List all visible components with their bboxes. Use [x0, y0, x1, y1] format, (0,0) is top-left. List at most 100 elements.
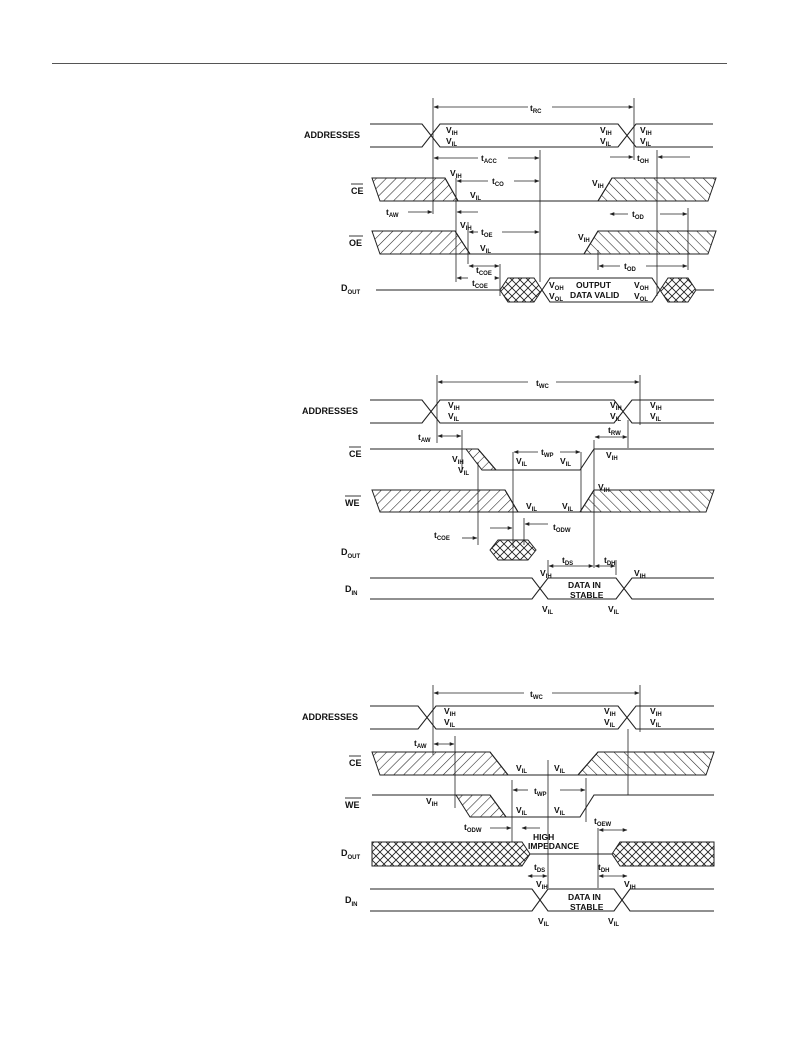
- level-vil: VIL: [560, 456, 571, 468]
- level-vih: VIH: [446, 125, 458, 137]
- level-vil: VIL: [650, 717, 661, 729]
- timing-twc: tWC: [530, 689, 544, 701]
- we-wave: [372, 794, 714, 818]
- signal-dout: DOUT: [341, 848, 361, 861]
- data-in-stable-label: DATA IN: [568, 580, 601, 590]
- timing-tod: tOD: [632, 209, 645, 221]
- level-vih: VIH: [600, 125, 612, 137]
- level-vih: VIH: [640, 125, 652, 137]
- ce-wave: [370, 448, 714, 471]
- din-wave-bottom: [370, 888, 714, 912]
- level-vih: VIH: [650, 400, 662, 412]
- level-vil: VIL: [542, 604, 553, 616]
- level-vih: VIH: [624, 879, 636, 891]
- header-rule: [52, 63, 727, 64]
- addr-wave-top: [370, 399, 714, 424]
- timing-twp: tWP: [534, 786, 547, 798]
- level-vih: VIH: [598, 482, 610, 494]
- addr-wave-bottom: [370, 123, 713, 148]
- level-vil: VIL: [526, 501, 537, 513]
- dout-transition-left: [499, 277, 543, 303]
- level-vil: VIL: [516, 456, 527, 468]
- level-vil: VIL: [608, 604, 619, 616]
- signal-we: WE: [345, 498, 360, 508]
- oe-hatch-right: [583, 230, 717, 255]
- high-impedance-label: HIGH: [533, 832, 554, 842]
- level-vil: VIL: [608, 916, 619, 928]
- timing-tco: tCO: [492, 176, 504, 188]
- timing-tds: tDS: [534, 862, 545, 874]
- din-wave-top: [370, 577, 714, 600]
- timing-tdh: tDH: [604, 555, 616, 567]
- level-vih: VIH: [450, 168, 462, 180]
- level-vih: VIH: [592, 178, 604, 190]
- oe-hatch-left: [371, 230, 471, 255]
- signal-we: WE: [345, 800, 360, 810]
- ce-hatch-left: [371, 751, 510, 776]
- level-vih: VIH: [540, 568, 552, 580]
- timing-tacc: tACC: [481, 153, 498, 165]
- addr-wave-bottom: [370, 399, 714, 424]
- signal-ce: CE: [349, 758, 362, 768]
- level-vih: VIH: [444, 706, 456, 718]
- signal-dout: DOUT: [341, 547, 361, 560]
- signal-ce: CE: [349, 449, 362, 459]
- timing-toe: tOE: [481, 227, 493, 239]
- signal-din: DIN: [345, 584, 358, 597]
- timing-twc: tWC: [536, 378, 550, 390]
- we-hatch-right: [579, 489, 715, 513]
- level-vil: VIL: [554, 805, 565, 817]
- level-vil: VIL: [640, 136, 651, 148]
- din-wave-top: [370, 888, 714, 912]
- timing-taw: tAW: [386, 207, 399, 219]
- level-vol: VOL: [549, 291, 563, 303]
- level-voh: VOH: [549, 280, 564, 292]
- dout-valid-right: [611, 841, 715, 867]
- din-wave-bottom: [370, 577, 714, 600]
- timing-trc: tRC: [530, 103, 542, 115]
- timing-todw: tODW: [553, 522, 571, 534]
- level-vil: VIL: [610, 411, 621, 423]
- level-vil: VIL: [516, 805, 527, 817]
- level-vol: VOL: [634, 291, 648, 303]
- ce-hatch-left: [371, 177, 459, 202]
- signal-din: DIN: [345, 895, 358, 908]
- timing-toew: tOEW: [594, 816, 612, 828]
- timing-twp: tWP: [541, 447, 554, 459]
- dout-transition-right: [659, 277, 697, 303]
- output-data-valid-label: DATA VALID: [570, 290, 619, 300]
- dout-valid-left: [371, 841, 531, 867]
- signal-addresses: ADDRESSES: [304, 130, 360, 140]
- timing-tdh: tDH: [598, 862, 610, 874]
- data-in-stable-label: STABLE: [570, 902, 604, 912]
- level-vih: VIH: [448, 400, 460, 412]
- addr-wave-top: [370, 705, 714, 730]
- we-hatch-left: [371, 489, 519, 513]
- signal-dout: DOUT: [341, 283, 361, 296]
- data-in-stable-label: DATA IN: [568, 892, 601, 902]
- signal-ce: CE: [351, 186, 364, 196]
- read-cycle-diagram: ADDRESSES CE OE DOUT: [304, 98, 717, 303]
- level-vil: VIL: [444, 717, 455, 729]
- level-vil: VIL: [448, 411, 459, 423]
- level-vil: VIL: [562, 501, 573, 513]
- level-vil: VIL: [516, 763, 527, 775]
- timing-twr: tRW: [608, 425, 621, 437]
- addr-wave-bottom: [370, 705, 714, 730]
- signal-addresses: ADDRESSES: [302, 406, 358, 416]
- level-vih: VIH: [452, 454, 464, 466]
- level-voh: VOH: [634, 280, 649, 292]
- level-vih: VIH: [460, 220, 472, 232]
- high-impedance-label: IMPEDANCE: [528, 841, 579, 851]
- signal-oe: OE: [349, 238, 362, 248]
- timing-tod: tOD: [624, 261, 637, 273]
- level-vih: VIH: [536, 879, 548, 891]
- level-vil: VIL: [650, 411, 661, 423]
- level-vih: VIH: [606, 450, 618, 462]
- timing-tcoe: tCOE: [434, 530, 450, 542]
- timing-todw: tODW: [464, 822, 482, 834]
- timing-tcoe: tCOE: [476, 265, 492, 277]
- level-vil: VIL: [554, 763, 565, 775]
- write-cycle-1-diagram: ADDRESSES CE WE DOUT DIN: [302, 375, 715, 616]
